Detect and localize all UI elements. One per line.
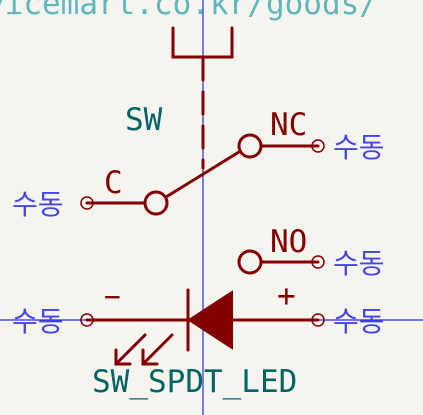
net-label-nc[interactable]: 수동: [333, 131, 385, 164]
led-symbol[interactable]: [85, 288, 320, 366]
net-label-anode[interactable]: 수동: [333, 305, 385, 338]
component-value[interactable]: SW_SPDT_LED: [92, 364, 297, 400]
pin-c-contact: [143, 190, 169, 216]
pin-c-label: C: [104, 165, 123, 201]
pin-no-end: [311, 255, 325, 269]
led-emission-arrows: [114, 333, 174, 366]
net-label-c[interactable]: 수동: [12, 188, 64, 221]
pin-cathode-end: [80, 313, 94, 327]
reference-designator[interactable]: SW: [125, 102, 163, 138]
switch-symbol[interactable]: [85, 26, 320, 275]
led-triangle: [187, 290, 233, 350]
led-cathode-label: −: [104, 280, 121, 313]
pin-nc-label: NC: [270, 107, 307, 143]
pin-nc-end: [311, 139, 325, 153]
net-label-cathode[interactable]: 수동: [12, 305, 64, 338]
pin-anode-end: [311, 313, 325, 327]
switch-lever: [164, 150, 241, 199]
net-label-no[interactable]: 수동: [333, 247, 385, 280]
pin-no-label: NO: [270, 224, 307, 260]
pin-end-markers: [80, 139, 325, 327]
pin-nc-contact: [237, 133, 263, 159]
url-text: vicemart.co.kr/goods/: [0, 0, 378, 22]
pin-c-end: [80, 196, 94, 210]
pin-no-contact: [237, 249, 263, 275]
led-anode-label: +: [277, 278, 296, 314]
